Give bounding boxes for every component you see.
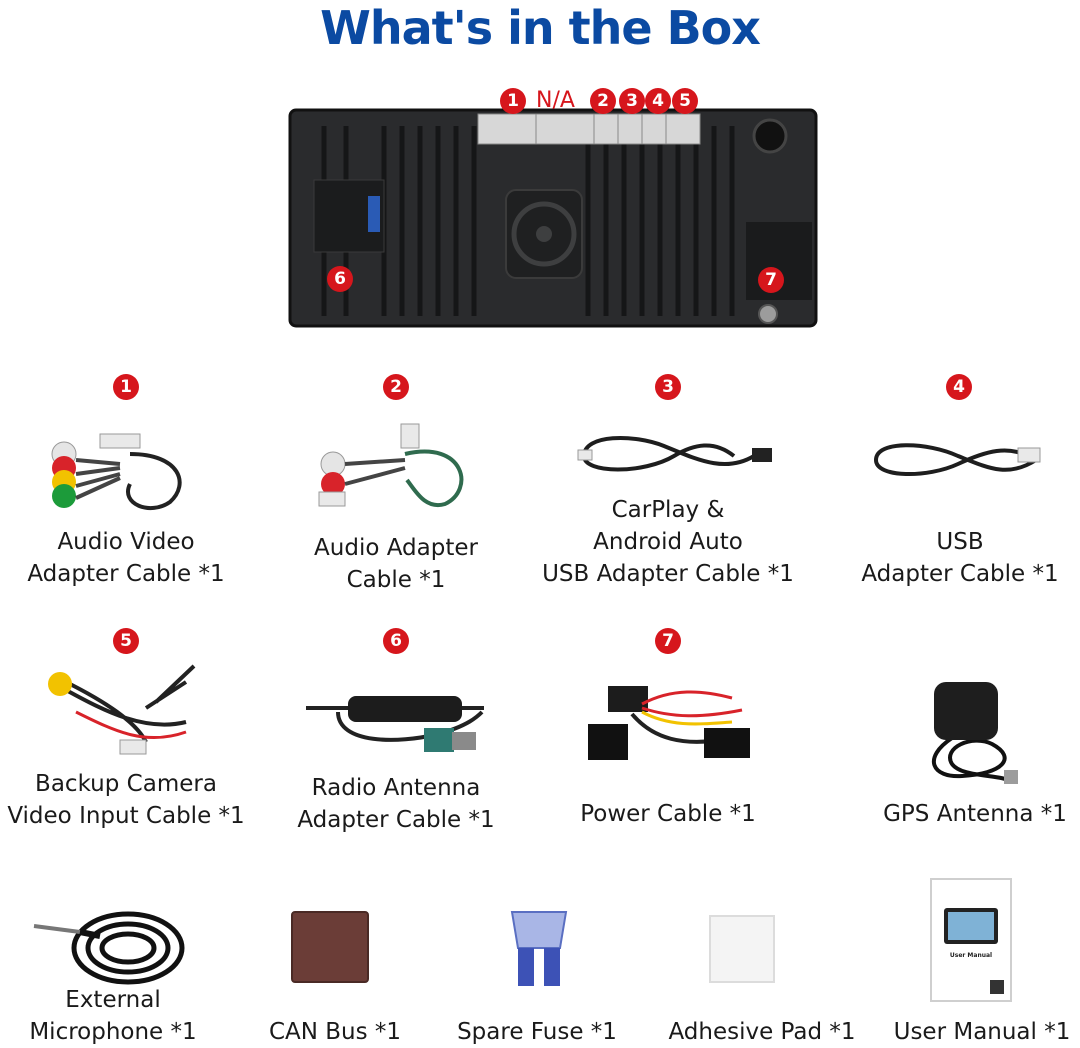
unit-marker-3: 3 bbox=[619, 88, 645, 114]
item-badge: 4 bbox=[946, 374, 972, 400]
unit-marker-2: 2 bbox=[590, 88, 616, 114]
microphone-image bbox=[30, 890, 186, 990]
item-power-cable: 7 Power Cable *1 bbox=[530, 626, 806, 836]
page-title: What's in the Box bbox=[320, 1, 761, 55]
item-badge: 2 bbox=[383, 374, 409, 400]
item-badge: 6 bbox=[383, 628, 409, 654]
gps-antenna-image bbox=[922, 678, 1022, 788]
item-spare-fuse: Spare Fuse *1 bbox=[444, 876, 630, 1048]
unit-marker-5: 5 bbox=[672, 88, 698, 114]
item-adhesive-pad: Adhesive Pad *1 bbox=[652, 876, 872, 1048]
power-cable-image bbox=[582, 678, 758, 788]
unit-marker-6: 6 bbox=[327, 266, 353, 292]
item-badge: 7 bbox=[655, 628, 681, 654]
unit-marker-na: N/A bbox=[536, 88, 575, 113]
item-badge: 1 bbox=[113, 374, 139, 400]
user-manual-cover-text: User Manual bbox=[949, 952, 993, 959]
item-badge: 5 bbox=[113, 628, 139, 654]
item-user-manual: User Manual User Manual *1 bbox=[884, 876, 1080, 1048]
item-badge: 3 bbox=[655, 374, 681, 400]
usb-adapter-image bbox=[868, 438, 1048, 482]
can-bus-image bbox=[290, 910, 370, 984]
item-label: GPS Antenna *1 bbox=[883, 801, 1067, 827]
adhesive-pad-image bbox=[708, 914, 776, 984]
spare-fuse-image bbox=[510, 908, 568, 988]
item-label: Adhesive Pad *1 bbox=[668, 1019, 856, 1045]
item-label: Spare Fuse *1 bbox=[457, 1019, 617, 1045]
item-gps-antenna: GPS Antenna *1 bbox=[870, 626, 1080, 836]
unit-marker-7: 7 bbox=[758, 267, 784, 293]
carplay-usb-image bbox=[574, 430, 774, 480]
unit-marker-1: 1 bbox=[500, 88, 526, 114]
item-can-bus: CAN Bus *1 bbox=[252, 876, 418, 1048]
item-label: User Manual *1 bbox=[893, 1019, 1071, 1045]
backup-camera-cable-image bbox=[36, 662, 196, 758]
audio-adapter-image bbox=[315, 420, 475, 512]
av-cable-image bbox=[40, 424, 190, 516]
item-label: Power Cable *1 bbox=[580, 801, 756, 827]
user-manual-image: User Manual bbox=[930, 878, 1012, 1002]
head-unit-back-image bbox=[284, 106, 822, 328]
unit-marker-4: 4 bbox=[645, 88, 671, 114]
radio-antenna-cable-image bbox=[298, 672, 488, 768]
item-label: CAN Bus *1 bbox=[268, 1019, 402, 1045]
